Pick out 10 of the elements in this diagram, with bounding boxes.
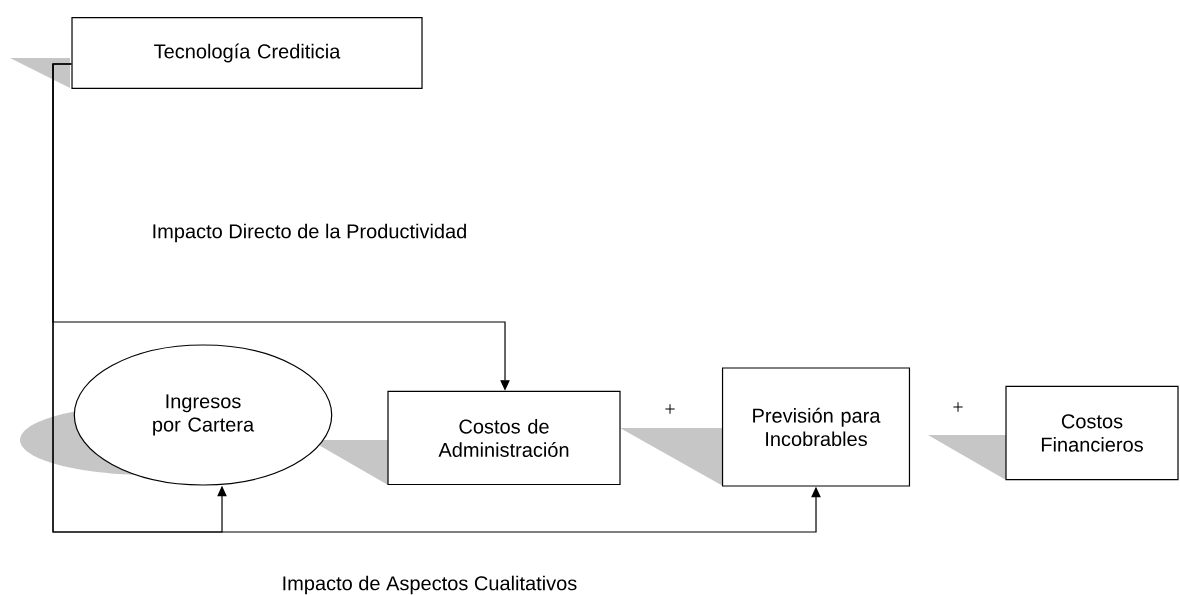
arrow	[52, 63, 821, 533]
oval-node: Ingresos por Cartera	[73, 344, 333, 486]
process-box: Costos de Administración	[387, 390, 621, 486]
plus-sign: +	[953, 402, 963, 412]
process-box: Costos Financieros	[1005, 385, 1179, 481]
process-box: Previsión para Incobrables	[721, 367, 911, 487]
annotation-text: Impacto Directo de la Productividad	[153, 223, 466, 243]
annotation-text: Impacto de Aspectos Cualitativos	[283, 575, 577, 595]
plus-sign: +	[665, 404, 675, 414]
process-box: Tecnología Crediticia	[71, 16, 423, 90]
